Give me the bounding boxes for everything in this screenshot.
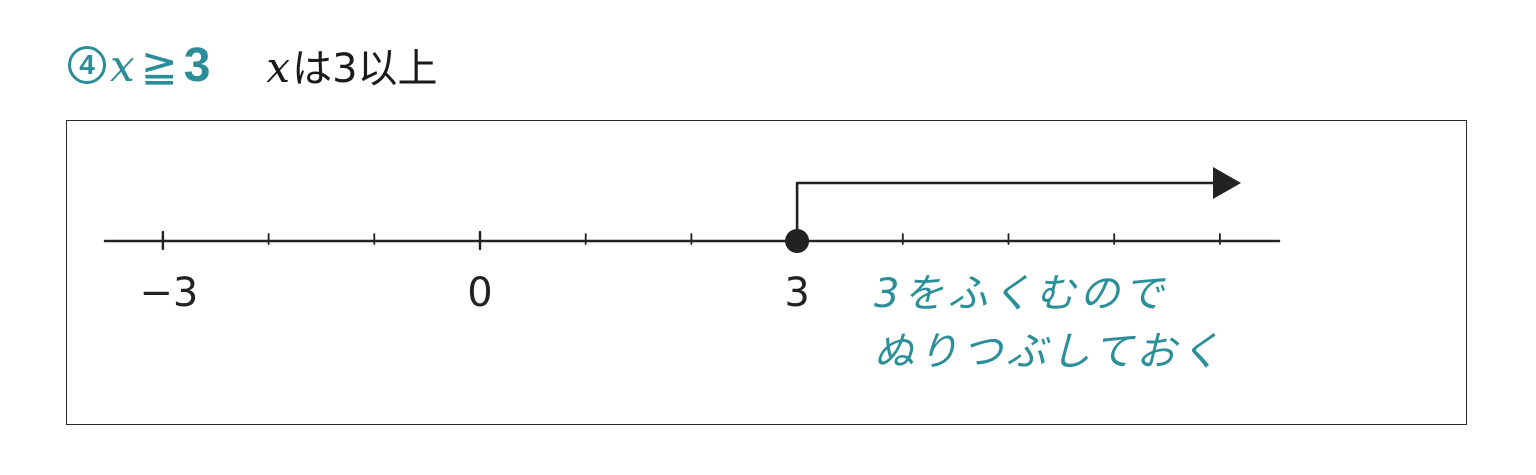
note-line-1: 3をふくむので	[874, 271, 1168, 317]
inequality-expression: x ≧ 3	[110, 38, 210, 93]
number-line-panel: −3 0 3	[66, 120, 1467, 425]
tick-label-0: 0	[467, 270, 493, 316]
number-line-diagram	[103, 167, 1281, 253]
tick-label-3: 3	[784, 270, 810, 316]
inequality-symbol: ≧	[140, 40, 178, 92]
reading-variable: x	[266, 43, 291, 92]
tick-label-minus-3: −3	[139, 270, 199, 316]
reading-text: は3以上	[292, 46, 438, 92]
problem-heading: 4 x ≧ 3 x は3以上	[68, 30, 438, 100]
handwritten-note: 3をふくむので ぬりつぶしておく	[874, 265, 1224, 381]
inequality-variable: x	[110, 40, 135, 92]
inequality-value: 3	[183, 38, 211, 92]
problem-number-circle: 4	[68, 46, 106, 84]
solution-range-line	[795, 181, 1217, 239]
note-line-2: ぬりつぶしておく	[874, 329, 1224, 375]
arrowhead-right-icon	[1213, 167, 1241, 199]
filled-endpoint-dot	[785, 229, 810, 253]
inequality-reading: x は3以上	[266, 36, 437, 94]
